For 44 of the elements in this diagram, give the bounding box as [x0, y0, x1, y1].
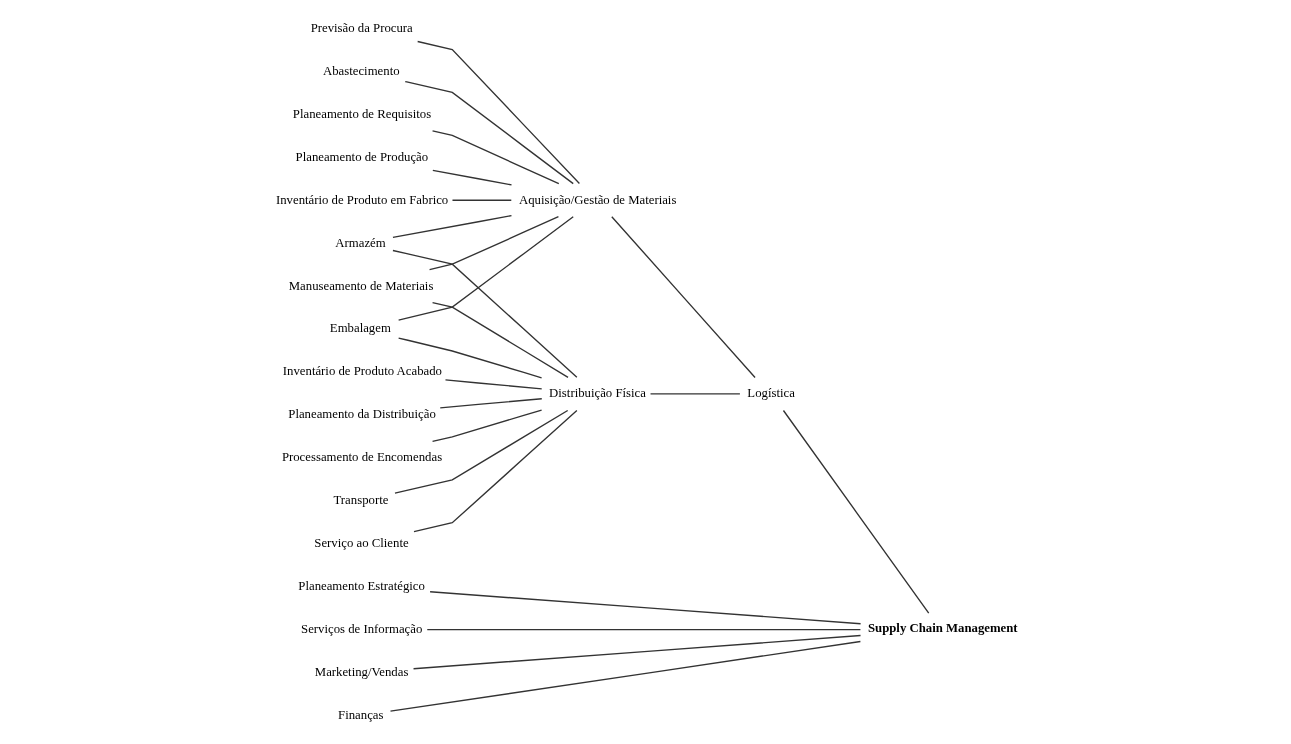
- node-text: Transporte: [333, 493, 389, 508]
- connector: [611, 216, 756, 379]
- connector: [431, 409, 543, 443]
- connector: [444, 379, 543, 390]
- connector: [404, 80, 574, 185]
- connector: [432, 169, 513, 186]
- node-text: Embalagem: [329, 321, 391, 336]
- node-text: Inventário de Produto Acabado: [282, 364, 442, 379]
- connector: [431, 301, 569, 379]
- connector: [413, 409, 578, 533]
- node-text: Finanças: [338, 707, 384, 722]
- node-text: Inventário de Produto em Fabrico: [275, 192, 449, 207]
- node-text: Processamento de Encomendas: [281, 450, 443, 465]
- connector: [431, 130, 560, 185]
- connector: [439, 398, 543, 409]
- node-text: Supply Chain Management: [867, 621, 1018, 636]
- node-text: Armazém: [335, 235, 386, 250]
- connector: [426, 628, 862, 631]
- connector: [451, 199, 512, 201]
- connector: [397, 216, 574, 321]
- connector: [394, 409, 569, 494]
- node-text: Previsão da Procura: [310, 20, 413, 35]
- connector: [389, 640, 862, 712]
- node-text: Planeamento Estratégico: [298, 579, 425, 594]
- node-text: Aquisição/Gestão de Materiais: [518, 192, 677, 207]
- connector: [429, 591, 862, 625]
- node-text: Manuseamento de Materiais: [288, 278, 434, 293]
- connector: [649, 393, 741, 395]
- node-text: Serviço ao Cliente: [314, 536, 409, 551]
- connector: [412, 634, 862, 670]
- node-text: Distribuição Física: [549, 386, 646, 401]
- node-text: Planeamento de Requisitos: [292, 106, 432, 121]
- connector: [397, 337, 543, 379]
- node-text: Planeamento da Distribuição: [288, 407, 436, 422]
- connector: [392, 249, 578, 378]
- node-text: Abastecimento: [323, 63, 400, 78]
- node-text: Marketing/Vendas: [314, 664, 409, 679]
- node-text: Planeamento de Produção: [295, 149, 429, 164]
- node-text: Logística: [747, 386, 795, 401]
- connector: [392, 214, 513, 239]
- connector: [782, 409, 930, 614]
- node-text: Serviços de Informação: [301, 622, 423, 637]
- connector: [428, 216, 560, 271]
- connector: [416, 40, 581, 185]
